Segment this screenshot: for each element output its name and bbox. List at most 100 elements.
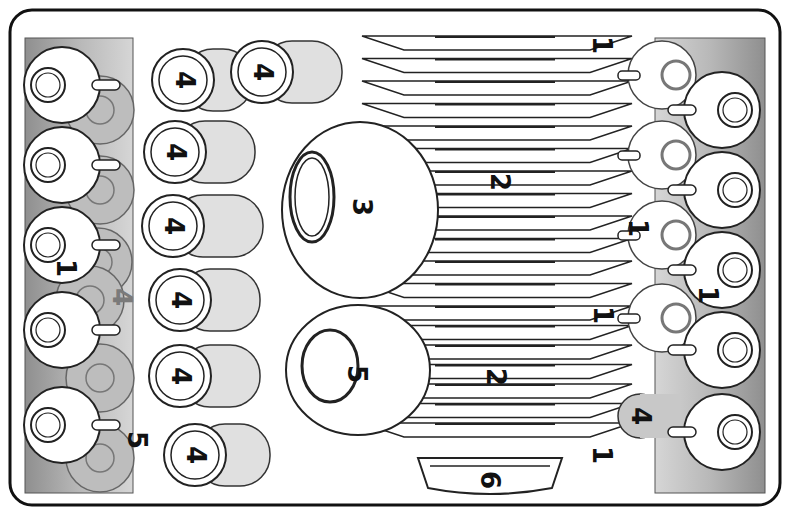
cup-handle: [92, 325, 120, 335]
cup: [24, 292, 100, 368]
cup-handle: [668, 427, 696, 437]
plate-foot: [435, 36, 555, 38]
cup-inner: [718, 93, 752, 127]
callout-number: 4: [168, 367, 194, 385]
glass-rim: [171, 431, 219, 479]
cup-inner: [31, 408, 65, 442]
callout-number: 4: [172, 71, 198, 89]
plate-foot: [435, 216, 555, 218]
cup: [24, 127, 100, 203]
plate-foot: [435, 306, 555, 308]
plate-foot: [435, 126, 555, 128]
plate: [362, 284, 632, 298]
cup-inner: [36, 153, 60, 177]
callout-number: 4: [163, 143, 189, 161]
cup-handle: [618, 314, 640, 323]
cup-inner: [31, 228, 65, 262]
cup-handle: [668, 345, 696, 355]
cup-shadow: [86, 364, 114, 392]
cup-handle: [92, 420, 120, 430]
plate-foot: [435, 345, 555, 347]
glass-rim: [159, 56, 207, 104]
plate-foot: [435, 149, 555, 151]
cup-inner: [718, 173, 752, 207]
callout-number: 1: [590, 306, 616, 324]
cup-inner: [31, 313, 65, 347]
glass-rim: [149, 269, 211, 331]
cup-inner: [718, 415, 752, 449]
callout-number: 4: [109, 288, 135, 306]
plate: [362, 104, 632, 118]
plate-foot: [435, 194, 555, 196]
glass-rim: [156, 352, 204, 400]
plate-foot: [435, 81, 555, 83]
plate-foot: [435, 239, 555, 241]
callout-number: 5: [124, 431, 150, 449]
cup-inner: [36, 318, 60, 342]
callout-number: 1: [589, 446, 615, 464]
plate-foot: [435, 171, 555, 173]
cup-inner: [723, 420, 747, 444]
cup-inner: [723, 338, 747, 362]
glass-rim: [149, 345, 211, 407]
plate-foot: [435, 365, 555, 367]
callout-number: 4: [250, 63, 276, 81]
callout-number: 3: [349, 198, 375, 216]
plate-foot: [435, 326, 555, 328]
cup-handle: [668, 265, 696, 275]
glass-rim: [151, 128, 199, 176]
glass-rim: [142, 195, 204, 257]
glass-rim: [152, 49, 214, 111]
callout-number: 4: [161, 217, 187, 235]
plate: [362, 59, 632, 73]
cup-handle: [618, 71, 640, 80]
plate-foot: [435, 261, 555, 263]
cup-handle: [92, 80, 120, 90]
glass-rim: [164, 424, 226, 486]
callout-number: 6: [477, 471, 503, 489]
glass-rim: [238, 48, 286, 96]
plate-foot: [435, 404, 555, 406]
cup-inner: [718, 253, 752, 287]
callout-number: 4: [628, 407, 654, 425]
cup-handle: [92, 160, 120, 170]
cup-handle: [668, 185, 696, 195]
glass-rim: [231, 41, 293, 103]
callout-number: 2: [487, 173, 513, 191]
cup-shadow: [662, 141, 690, 169]
cup-inner: [723, 178, 747, 202]
plate-foot: [435, 423, 555, 425]
glass-rim: [144, 121, 206, 183]
glass-rim: [149, 202, 197, 250]
cup-inner: [723, 258, 747, 282]
cup: [24, 387, 100, 463]
callout-number: 4: [183, 446, 209, 464]
cup-shadow: [662, 304, 690, 332]
cup-inner: [36, 413, 60, 437]
cup-inner: [31, 68, 65, 102]
callout-number: 1: [625, 219, 651, 237]
cup-inner: [36, 73, 60, 97]
cup-inner: [31, 148, 65, 182]
callout-number: 5: [344, 365, 370, 383]
cup-handle: [618, 151, 640, 160]
callout-number: 1: [53, 259, 79, 277]
cup-inner: [723, 98, 747, 122]
callout-number: 4: [168, 291, 194, 309]
cup-shadow: [662, 221, 690, 249]
callout-number: 2: [483, 368, 509, 386]
plate-foot: [435, 59, 555, 61]
cup-inner: [36, 233, 60, 257]
cup: [24, 207, 100, 283]
cup-handle: [92, 240, 120, 250]
glass-rim: [156, 276, 204, 324]
cup-shadow: [662, 61, 690, 89]
callout-number: 1: [695, 286, 721, 304]
cup-handle: [668, 105, 696, 115]
plate: [362, 81, 632, 95]
plate: [362, 423, 632, 437]
plate-foot: [435, 284, 555, 286]
plate-foot: [435, 104, 555, 106]
